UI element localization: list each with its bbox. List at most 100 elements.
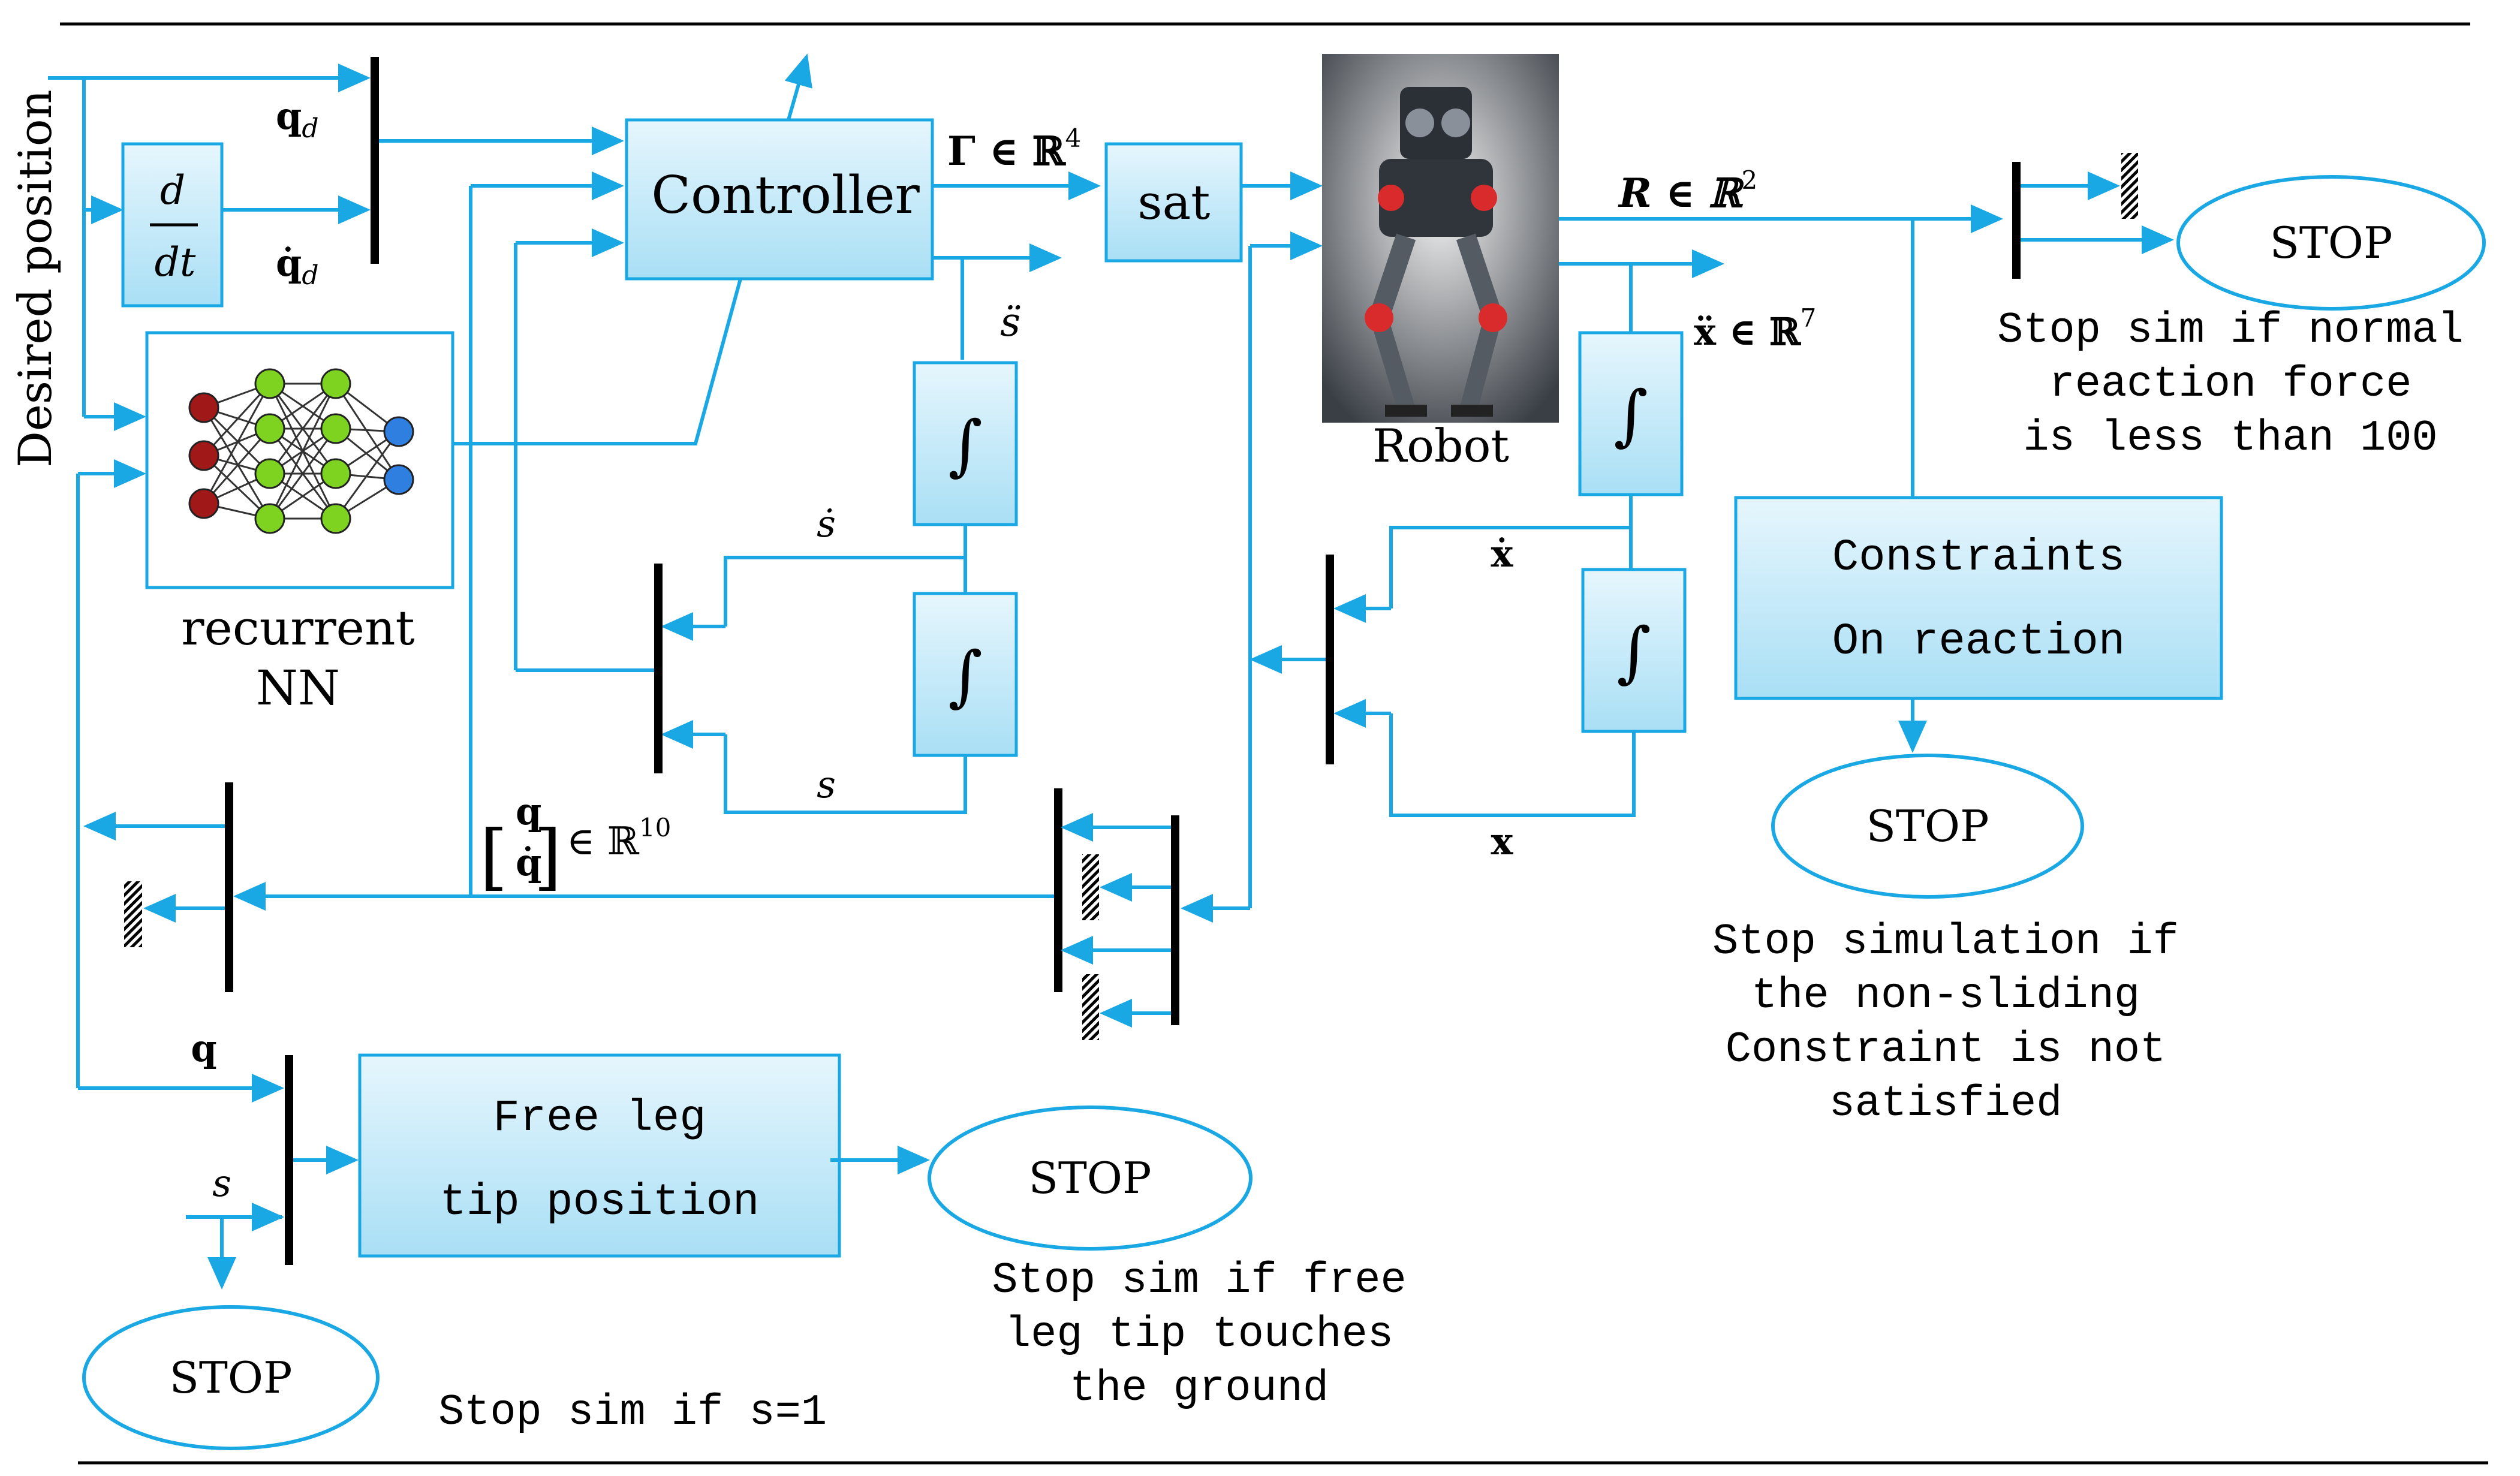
nn-edge bbox=[203, 428, 271, 504]
s-label: s bbox=[817, 763, 836, 806]
qvec-top: q bbox=[516, 790, 541, 833]
integral-sign-s2: ∫ bbox=[948, 637, 982, 714]
constraints-line2: On reaction bbox=[1832, 617, 2125, 667]
xdd-label: ẍ ∈ ℝ7 bbox=[1694, 303, 1816, 354]
q-label: q bbox=[191, 1026, 216, 1070]
nn-edge bbox=[269, 383, 337, 519]
stop-mid[interactable] bbox=[1771, 754, 2084, 899]
terminator-top bbox=[2121, 153, 2138, 219]
gamma-label: Γ ∈ ℝ4 bbox=[947, 123, 1081, 174]
nn-edge bbox=[203, 383, 271, 504]
integral-sign-s1: ∫ bbox=[948, 406, 982, 483]
nn-node bbox=[254, 503, 285, 534]
integral-sign-x2: ∫ bbox=[1616, 613, 1651, 690]
nn-node bbox=[188, 440, 219, 471]
terminator-mid2 bbox=[1082, 974, 1099, 1040]
integral-sign-x1: ∫ bbox=[1613, 376, 1648, 453]
svg-text:satisfied: satisfied bbox=[1829, 1079, 2063, 1128]
svg-text:Constraint is not: Constraint is not bbox=[1726, 1025, 2166, 1074]
sdot-branch bbox=[724, 556, 965, 626]
stop-s-label: STOP bbox=[170, 1353, 293, 1403]
nn-edge bbox=[269, 383, 337, 474]
s-branch bbox=[724, 734, 967, 814]
free-leg-line1: Free leg bbox=[493, 1094, 706, 1144]
nn-edge bbox=[203, 406, 271, 475]
stop-leg-label: STOP bbox=[1029, 1153, 1152, 1203]
nn-node bbox=[320, 458, 351, 489]
nn-edge bbox=[203, 407, 271, 519]
controller-label: Controller bbox=[651, 165, 920, 225]
stop-top[interactable] bbox=[2176, 175, 2486, 311]
svg-text:the ground: the ground bbox=[1070, 1364, 1329, 1413]
sdd-label: s̈ bbox=[1000, 299, 1020, 345]
nn-node bbox=[320, 413, 351, 444]
x-label: x bbox=[1491, 820, 1514, 863]
svg-text:Stop sim if free: Stop sim if free bbox=[992, 1256, 1406, 1305]
free-leg-line2: tip position bbox=[440, 1177, 760, 1228]
nn-label-line2: NN bbox=[256, 660, 340, 716]
nn-to-controller bbox=[454, 278, 742, 445]
stop-top-label: STOP bbox=[2270, 218, 2393, 268]
desired-position-label: Desired position bbox=[8, 89, 62, 468]
svg-text:leg tip touches: leg tip touches bbox=[1005, 1310, 1393, 1359]
svg-text:the non-sliding: the non-sliding bbox=[1751, 971, 2140, 1020]
neural-network-icon bbox=[188, 368, 414, 534]
sat-label: sat bbox=[1138, 174, 1211, 230]
reaction-label: R ∈ ℝ2 bbox=[1618, 165, 1757, 216]
nn-node bbox=[383, 464, 414, 495]
svg-text:dt: dt bbox=[155, 239, 196, 285]
svg-text:Stop sim if normal: Stop sim if normal bbox=[1997, 306, 2464, 355]
terminator-mid1 bbox=[1082, 854, 1099, 920]
stop-top-note: Stop sim if normal reaction force is les… bbox=[1997, 306, 2464, 463]
integrator-s2 bbox=[913, 592, 1018, 757]
constraints-block bbox=[1734, 496, 2223, 700]
robot-label: Robot bbox=[1372, 419, 1509, 472]
stop-s-note: Stop sim if s=1 bbox=[438, 1388, 827, 1437]
nn-node bbox=[383, 416, 414, 447]
nn-edge bbox=[269, 428, 337, 519]
nn-node bbox=[320, 503, 351, 534]
nn-node bbox=[188, 488, 219, 519]
nn-edge bbox=[335, 431, 400, 519]
stop-mid-note: Stop simulation if the non-sliding Const… bbox=[1712, 917, 2179, 1128]
svg-text:d: d bbox=[160, 167, 185, 213]
qvec-bottom: q̇ bbox=[516, 841, 541, 884]
controller-aux-out bbox=[784, 53, 812, 121]
nn-node bbox=[254, 413, 285, 444]
nn-node bbox=[254, 458, 285, 489]
stop-leg-note: Stop sim if free leg tip touches the gro… bbox=[992, 1256, 1406, 1413]
stop-leg[interactable] bbox=[928, 1106, 1253, 1251]
robot-image bbox=[1322, 54, 1559, 423]
label-qd: qd bbox=[276, 94, 319, 144]
svg-text:is less than 100: is less than 100 bbox=[2023, 414, 2437, 463]
sat-block bbox=[1104, 142, 1243, 263]
nn-node bbox=[254, 368, 285, 399]
xdot-branch bbox=[1389, 526, 1631, 609]
qvec-space: ∈ ℝ10 bbox=[567, 813, 671, 864]
nn-node bbox=[188, 392, 219, 423]
constraints-line1: Constraints bbox=[1832, 533, 2125, 583]
stop-mid-label: STOP bbox=[1866, 801, 1989, 851]
xdot-label: ẋ bbox=[1491, 532, 1514, 576]
integrator-x2 bbox=[1581, 568, 1687, 733]
x-branch bbox=[1389, 713, 1636, 817]
svg-text:Stop simulation if: Stop simulation if bbox=[1712, 917, 2179, 966]
stop-s[interactable] bbox=[82, 1305, 380, 1450]
integrator-s1 bbox=[913, 361, 1018, 526]
label-qd-dot: q̇d bbox=[276, 241, 319, 291]
nn-label-line1: recurrent bbox=[181, 600, 414, 656]
sdot-label: ṡ bbox=[817, 502, 836, 546]
desired-input-lines bbox=[48, 64, 371, 431]
controller-block bbox=[625, 118, 934, 281]
nn-node bbox=[320, 368, 351, 399]
svg-text:reaction force: reaction force bbox=[2049, 360, 2412, 409]
nn-edge bbox=[335, 383, 400, 480]
free-leg-block bbox=[358, 1053, 841, 1258]
qvec-bracket-right: ] bbox=[534, 815, 562, 899]
qvec-label: [ bbox=[480, 815, 508, 899]
s-low-label: s bbox=[212, 1161, 231, 1205]
derivative-block: d dt bbox=[121, 142, 224, 308]
terminator-left bbox=[124, 881, 142, 947]
nn-edge bbox=[203, 382, 271, 457]
